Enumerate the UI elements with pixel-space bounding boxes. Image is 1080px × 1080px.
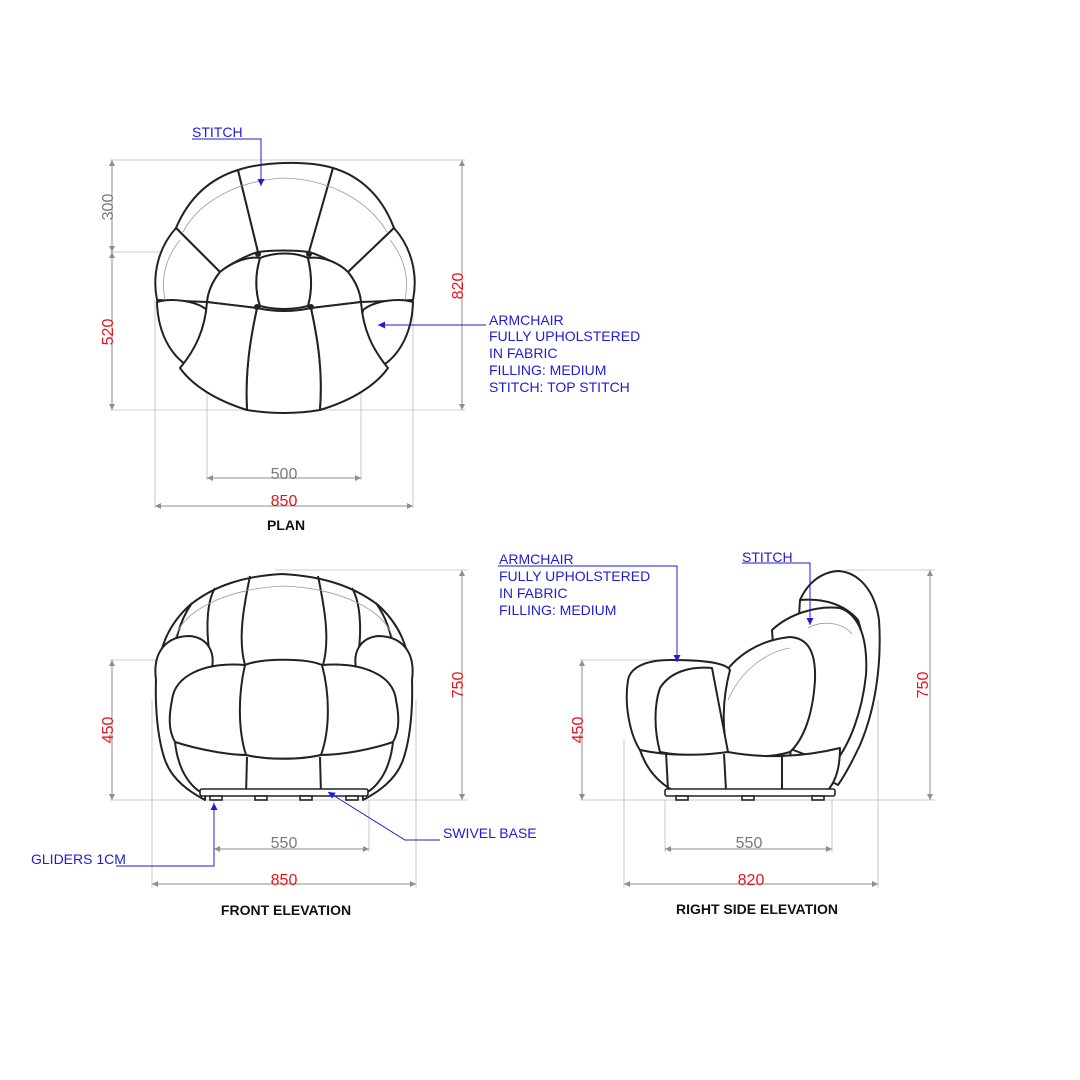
- side-note-line-2: FULLY UPHOLSTERED: [499, 568, 650, 584]
- side-dim-450: 450: [570, 717, 587, 744]
- plan-note-line-3: IN FABRIC: [489, 345, 557, 361]
- front-swivel-label: SWIVEL BASE: [443, 825, 537, 841]
- plan-dim-520: 520: [100, 319, 117, 346]
- front-gliders-leader: [116, 803, 218, 867]
- front-dim-550: 550: [271, 835, 298, 852]
- plan-note-line-4: FILLING: MEDIUM: [489, 362, 606, 378]
- plan-dim-820: 820: [450, 273, 467, 300]
- side-note-line-4: FILLING: MEDIUM: [499, 602, 616, 618]
- plan-view: STITCH ARMCHAIR FULLY UPHOLSTERED IN FAB…: [100, 124, 640, 533]
- front-dim-450: 450: [100, 717, 117, 744]
- plan-dim-500: 500: [271, 466, 298, 483]
- plan-armchair-outline: [154, 161, 416, 414]
- side-dim-820: 820: [738, 872, 765, 889]
- side-title: RIGHT SIDE ELEVATION: [676, 901, 838, 917]
- plan-title: PLAN: [267, 517, 305, 533]
- side-armchair-outline: [625, 570, 881, 801]
- front-dim-750: 750: [450, 672, 467, 699]
- front-dim-850: 850: [271, 872, 298, 889]
- side-elevation-view: ARMCHAIR FULLY UPHOLSTERED IN FABRIC FIL…: [498, 549, 935, 917]
- plan-dim-850: 850: [271, 493, 298, 510]
- front-armchair-outline: [154, 573, 414, 801]
- side-dim-750: 750: [915, 672, 932, 699]
- plan-note-line-2: FULLY UPHOLSTERED: [489, 328, 640, 344]
- plan-note-line-1: ARMCHAIR: [489, 312, 564, 328]
- side-note-line-3: IN FABRIC: [499, 585, 567, 601]
- front-swivel-leader: [327, 791, 440, 841]
- side-stitch-leader: [742, 562, 814, 625]
- front-gliders-label: GLIDERS 1CM: [31, 851, 126, 867]
- plan-stitch-label: STITCH: [192, 124, 243, 140]
- plan-note-line-5: STITCH: TOP STITCH: [489, 379, 630, 395]
- front-elevation-view: GLIDERS 1CM SWIVEL BASE 450 750 550 850 …: [31, 569, 537, 918]
- plan-dim-300: 300: [100, 194, 117, 221]
- side-dim-550: 550: [736, 835, 763, 852]
- side-note-line-1: ARMCHAIR: [499, 551, 574, 567]
- front-title: FRONT ELEVATION: [221, 902, 351, 918]
- plan-stitch-leader: [192, 138, 265, 186]
- side-stitch-label: STITCH: [742, 549, 793, 565]
- side-note-leader: [498, 565, 681, 662]
